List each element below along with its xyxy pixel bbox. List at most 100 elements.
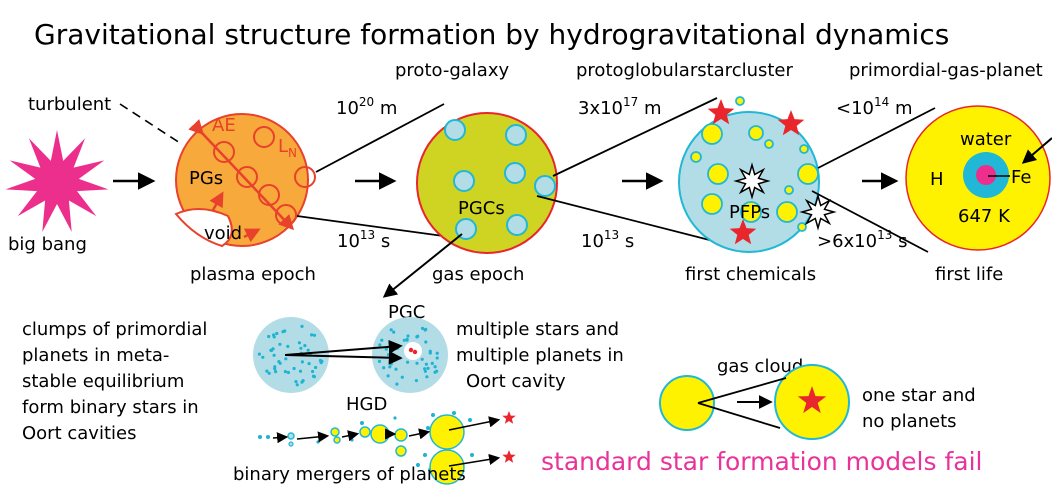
dust-dot	[435, 356, 439, 360]
gas-cloud-line-bottom	[697, 402, 781, 429]
dust-dot	[389, 328, 393, 332]
one-star-circle	[774, 364, 850, 440]
page-title: Gravitational structure formation by hyd…	[34, 18, 949, 51]
right-description: multiple stars and multiple planets in O…	[456, 319, 624, 392]
temperature-label: 647 K	[958, 206, 1011, 227]
dust-dot	[297, 341, 301, 345]
ln-label: LN	[278, 136, 297, 160]
dust-dot	[277, 360, 281, 364]
cluster-time-base: 10	[581, 231, 604, 252]
dust-dot	[433, 365, 437, 369]
dust-dot	[274, 370, 278, 374]
dust-dot	[301, 379, 305, 383]
zoom-line-cluster-top	[552, 97, 718, 177]
arrow-into-planet	[1021, 137, 1052, 164]
first-life-label: first life	[935, 264, 1003, 285]
planet-size-exp: 14	[874, 95, 889, 109]
white-burst-icon	[733, 162, 771, 200]
dust-dot	[303, 344, 307, 348]
gas-cloud-label: gas cloud	[717, 356, 803, 377]
dust-dot	[400, 375, 404, 379]
hgd-label: HGD	[346, 394, 387, 415]
dust-dot	[275, 331, 279, 336]
cluster-time-exp: 13	[604, 228, 619, 242]
dust-dot	[423, 367, 427, 371]
void-label: void	[204, 223, 242, 244]
dust-dot	[435, 351, 439, 355]
dust-dot	[428, 351, 432, 355]
dust-dot	[414, 379, 418, 383]
dust-dot	[420, 326, 425, 330]
right-text-line-2: multiple planets in	[456, 345, 624, 366]
dust-dot	[314, 365, 318, 370]
failure-statement: standard star formation models fail	[541, 447, 982, 476]
ln-main: L	[278, 136, 288, 157]
dust-dot	[306, 348, 310, 352]
dust-dot	[261, 355, 265, 359]
dust-dot	[278, 342, 282, 346]
galaxy-time-label: 1013 s	[337, 228, 390, 252]
dust-dot	[395, 382, 399, 386]
dust-dot	[415, 361, 419, 365]
dust-dot	[430, 361, 434, 365]
dust-dot	[377, 359, 382, 363]
dust-dot	[423, 369, 427, 373]
red-star-icon	[707, 99, 735, 125]
left-text-line-5: Oort cavities	[22, 423, 136, 444]
galaxy-time-unit: s	[375, 231, 390, 252]
dust-dot	[320, 359, 324, 363]
cluster-size-label: 3x1017 m	[578, 95, 662, 119]
dust-dot	[426, 366, 430, 370]
dust-dot	[269, 348, 273, 352]
cluster-circle	[678, 96, 837, 253]
red-star-icon	[797, 386, 827, 414]
dust-dot	[307, 362, 311, 366]
dust-dot	[286, 370, 290, 375]
dust-dot	[382, 366, 386, 370]
plasma-epoch-circle	[174, 113, 316, 248]
dust-dot	[389, 362, 393, 366]
gas-epoch-label: gas epoch	[432, 264, 524, 285]
dust-dot	[312, 375, 316, 379]
galaxy-size-exp: 20	[359, 95, 374, 109]
left-text-line-4: form binary stars in	[22, 397, 199, 418]
left-text-line-2: planets in meta-	[22, 345, 169, 366]
dust-dot	[272, 353, 276, 357]
right-text-line-1: multiple stars and	[456, 319, 619, 340]
left-description: clumps of primordial planets in meta- st…	[22, 319, 207, 444]
binary-mergers-sequence	[258, 411, 516, 485]
dust-dot	[267, 371, 271, 375]
planet-size-label: <1014 m	[836, 95, 913, 119]
dust-dot	[420, 357, 424, 361]
one-star-line-1: one star and	[862, 385, 976, 406]
dust-dot	[284, 357, 288, 361]
dust-dot	[386, 353, 391, 357]
red-star-icon	[502, 450, 516, 463]
dust-dot	[424, 362, 428, 366]
zoom-line-planet-bottom	[811, 190, 929, 253]
ln-sub: N	[288, 146, 297, 160]
dust-dot	[292, 366, 296, 371]
planet-time-exp: 13	[877, 228, 892, 242]
fe-label: Fe	[1011, 167, 1031, 188]
dust-dot	[310, 333, 314, 337]
dust-dot	[378, 343, 382, 347]
dust-dot	[402, 338, 406, 342]
left-text-line-3: stable equilibrium	[22, 371, 184, 392]
dust-dot	[281, 330, 285, 334]
water-label: water	[960, 129, 1012, 150]
zoom-line-galaxy-bottom	[296, 215, 459, 239]
arrow-galaxy-to-pgc	[382, 233, 463, 298]
galaxy-size-label: 1020 m	[336, 95, 397, 119]
dust-dot	[283, 370, 287, 374]
pgc-cloud-right	[372, 317, 448, 393]
cluster-time-unit: s	[619, 231, 634, 252]
dust-dot	[406, 360, 410, 364]
dust-dot	[433, 370, 437, 374]
cluster-size-base: 3x10	[578, 98, 623, 119]
dust-dot	[299, 346, 303, 350]
arrow-pgc-to-star-upper	[284, 339, 403, 356]
dust-dot	[312, 333, 317, 337]
dust-dot	[384, 347, 388, 351]
